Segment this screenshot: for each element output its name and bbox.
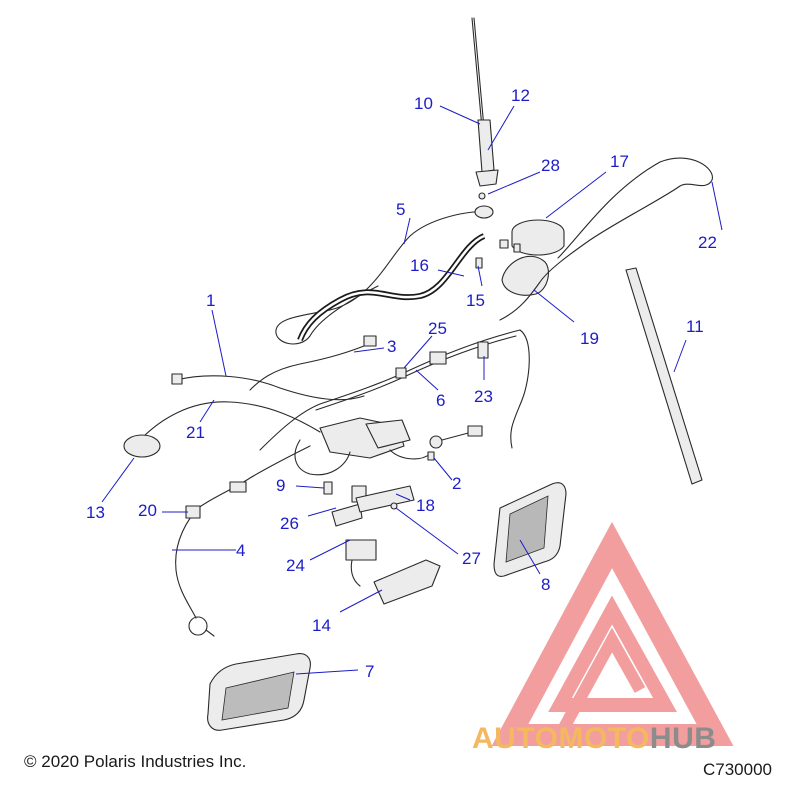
- callout-10: 10: [414, 94, 433, 113]
- cover-14: [373, 559, 441, 605]
- main-harness: [259, 329, 521, 451]
- callout-11: 11: [686, 317, 704, 336]
- trim-strip-11: [625, 267, 703, 485]
- callout-24: 24: [286, 556, 305, 575]
- copyright-notice: © 2020 Polaris Industries Inc.: [24, 752, 247, 771]
- callout-3: 3: [387, 337, 396, 356]
- callout-19: 19: [580, 329, 599, 348]
- mount-bracket-19: [501, 255, 549, 296]
- speaker-7: [207, 653, 311, 731]
- callout-4: 4: [236, 541, 245, 560]
- callout-14: 14: [312, 616, 331, 635]
- callout-2: 2: [452, 474, 461, 493]
- callout-21: 21: [186, 423, 205, 442]
- cable-20: [189, 445, 311, 515]
- figure-code: C730000: [702, 760, 772, 779]
- cable-3: [249, 341, 375, 391]
- bolt-9: [323, 481, 333, 495]
- callout-26: 26: [280, 514, 299, 533]
- cable-22: [499, 157, 713, 321]
- pad-13: [123, 434, 161, 458]
- watermark-logo-icon: [491, 521, 734, 746]
- cable-21: [141, 401, 321, 439]
- leader-lines: [101, 105, 723, 675]
- callout-16: 16: [410, 256, 429, 275]
- clip-23: [477, 341, 489, 359]
- ground-strap: [297, 233, 486, 342]
- callout-22: 22: [698, 233, 717, 252]
- callout-12: 12: [511, 86, 530, 105]
- control-module-cluster: [294, 417, 483, 476]
- dome-cap: [511, 219, 565, 256]
- callout-6: 6: [436, 391, 445, 410]
- callout-23: 23: [474, 387, 493, 406]
- speaker-8: [493, 482, 567, 577]
- callout-18: 18: [416, 496, 435, 515]
- watermark-part-auto: AUTO: [472, 722, 558, 755]
- bolt-2: [427, 451, 435, 461]
- callout-9: 9: [276, 476, 285, 495]
- cable-1: [175, 375, 365, 401]
- callout-17: 17: [610, 152, 629, 171]
- watermark-text: AUTOMOTOHUB: [472, 722, 716, 755]
- svg-text:AUTOMOTOHUB: AUTOMOTOHUB: [472, 722, 716, 755]
- callout-13: 13: [86, 503, 105, 522]
- fastener-27: [390, 502, 398, 510]
- clip-25: [395, 367, 407, 379]
- antenna-cable: [275, 211, 487, 345]
- cable-4: [175, 509, 197, 619]
- callout-8: 8: [541, 575, 550, 594]
- callout-labels: 10 12 28 17 5 22 16 15 1 25 11 19 3 6 23…: [86, 86, 717, 681]
- fastener-28: [478, 192, 486, 200]
- callout-1: 1: [206, 291, 215, 310]
- bracket-18: [355, 485, 415, 513]
- antenna-mount-base: [474, 205, 494, 219]
- callout-15: 15: [466, 291, 485, 310]
- antenna-mast: [471, 17, 499, 187]
- watermark-part-hub: HUB: [650, 722, 717, 755]
- callout-25: 25: [428, 319, 447, 338]
- bracket-26: [331, 503, 363, 527]
- watermark-part-moto: MOTO: [558, 722, 649, 755]
- callout-20: 20: [138, 501, 157, 520]
- switch-24: [345, 539, 377, 587]
- bolts-15: [475, 239, 521, 269]
- callout-5: 5: [396, 200, 405, 219]
- callout-28: 28: [541, 156, 560, 175]
- callout-7: 7: [365, 662, 374, 681]
- callout-27: 27: [462, 549, 481, 568]
